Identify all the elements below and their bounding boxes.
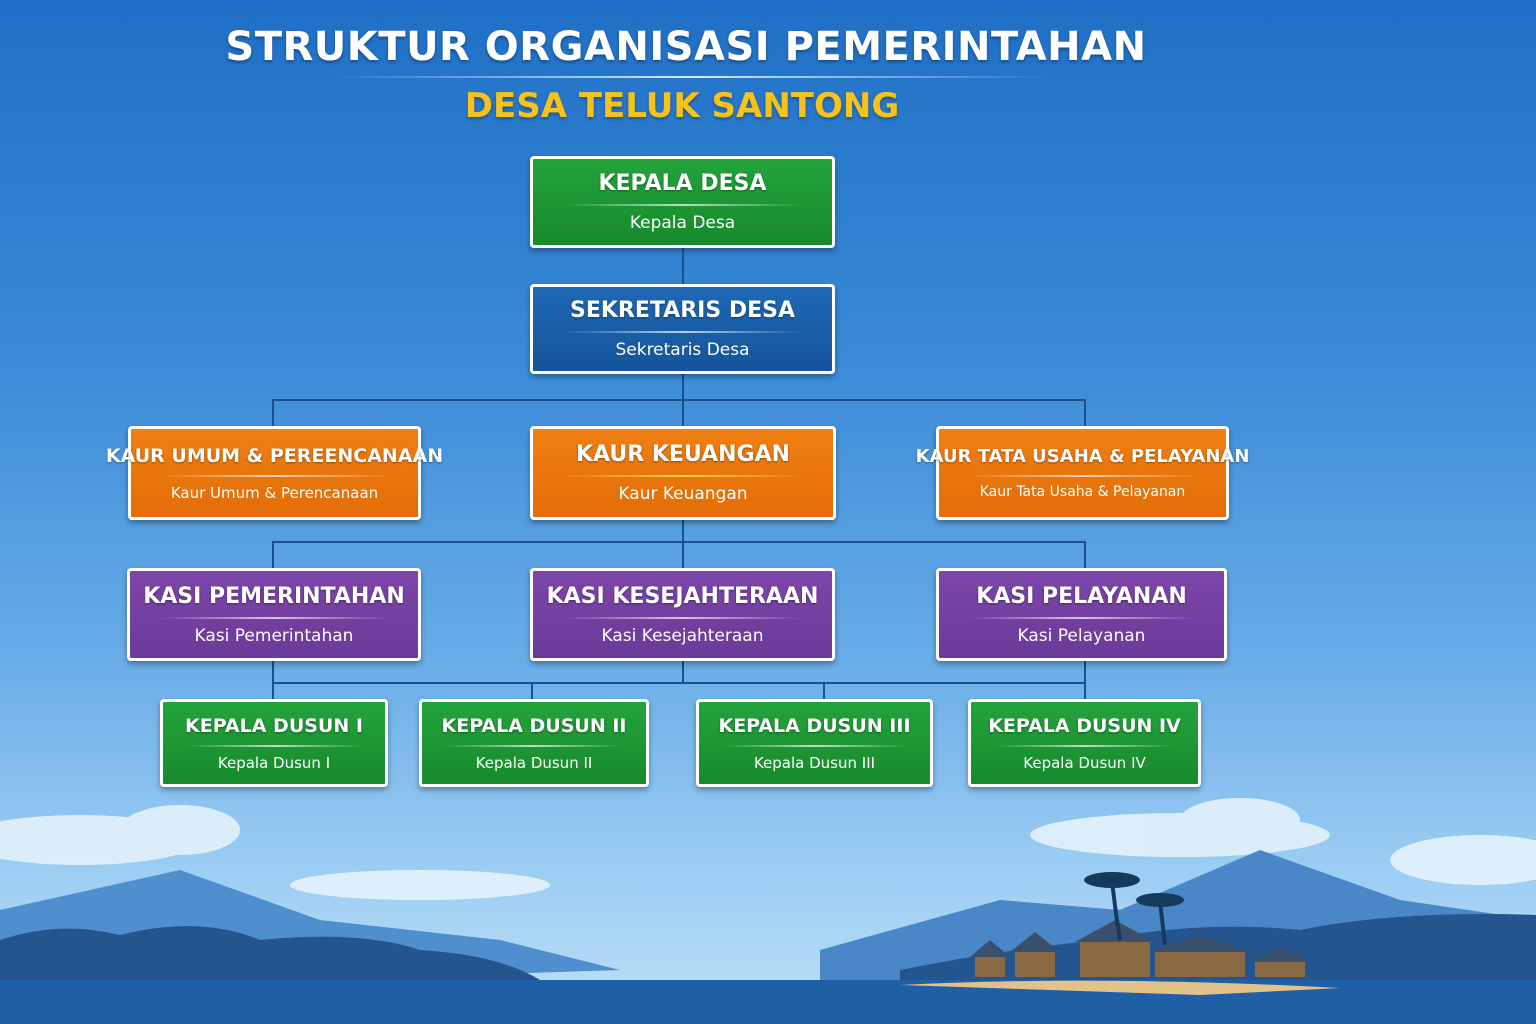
- node-title: KASI KESEJAHTERAAN: [546, 583, 819, 609]
- node-name: Kasi Pelayanan: [1017, 625, 1146, 646]
- node-name: Kepala Dusun II: [475, 753, 593, 772]
- node-title: KEPALA DUSUN II: [441, 714, 627, 737]
- connector-line: [272, 541, 1086, 543]
- node-title: KEPALA DUSUN IV: [988, 714, 1181, 737]
- node-kepala-dusun-2: KEPALA DUSUN II Kepala Dusun II: [419, 699, 649, 787]
- chart-title: STRUKTUR ORGANISASI PEMERINTAHAN: [225, 24, 1147, 70]
- node-kepala-dusun-3: KEPALA DUSUN III Kepala Dusun III: [696, 699, 933, 787]
- node-kaur-umum: KAUR UMUM & PEREENCANAAN Kaur Umum & Per…: [106, 426, 443, 520]
- connector-line: [1084, 661, 1086, 699]
- node-name: Kaur Umum & Perencanaan: [170, 483, 379, 502]
- connector-line: [272, 399, 1086, 401]
- node-name: Kepala Dusun I: [217, 753, 331, 772]
- node-title: KEPALA DUSUN III: [718, 714, 911, 737]
- node-divider: [993, 744, 1176, 747]
- connector-line: [272, 399, 274, 426]
- node-kaur-tata-usaha: KAUR TATA USAHA & PELAYANAN Kaur Tata Us…: [916, 426, 1249, 520]
- node-kasi-pelayanan: KASI PELAYANAN Kasi Pelayanan: [936, 568, 1227, 661]
- node-name: Kaur Keuangan: [618, 484, 748, 504]
- connector-line: [272, 682, 1086, 684]
- node-name: Kasi Pemerintahan: [194, 625, 354, 646]
- node-sekretaris-desa: SEKRETARIS DESA Sekretaris Desa: [530, 284, 835, 374]
- node-divider: [563, 475, 803, 477]
- node-divider: [159, 474, 390, 477]
- node-divider: [967, 616, 1196, 619]
- node-kepala-desa: KEPALA DESA Kepala Desa: [530, 156, 835, 248]
- connector-line: [531, 682, 533, 699]
- connector-line: [1084, 399, 1086, 426]
- node-divider: [562, 204, 803, 206]
- node-name: Kepala Dusun IV: [1023, 753, 1146, 772]
- node-title: KAUR TATA USAHA & PELAYANAN: [915, 446, 1250, 467]
- node-kasi-kesejahteraan: KASI KESEJAHTERAAN Kasi Kesejahteraan: [530, 568, 835, 661]
- node-divider: [562, 616, 803, 619]
- node-kasi-pemerintahan: KASI PEMERINTAHAN Kasi Pemerintahan: [127, 568, 421, 661]
- connector-line: [823, 682, 825, 699]
- title-divider: [330, 76, 1050, 78]
- connector-line: [682, 520, 684, 568]
- node-name: Kaur Tata Usaha & Pelayanan: [979, 484, 1186, 500]
- chart-subtitle: DESA TELUK SANTONG: [464, 86, 900, 126]
- node-divider: [444, 744, 624, 747]
- node-kepala-dusun-1: KEPALA DUSUN I Kepala Dusun I: [160, 699, 388, 787]
- node-kaur-keuangan: KAUR KEUANGAN Kaur Keuangan: [530, 426, 836, 520]
- landscape-illustration: [0, 798, 1536, 1024]
- node-name: Kasi Kesejahteraan: [601, 625, 764, 646]
- node-name: Kepala Dusun III: [753, 753, 876, 772]
- node-title: SEKRETARIS DESA: [569, 298, 795, 323]
- connector-line: [272, 541, 274, 568]
- node-kepala-dusun-4: KEPALA DUSUN IV Kepala Dusun IV: [968, 699, 1201, 787]
- connector-line: [682, 661, 684, 683]
- node-title: KAUR UMUM & PEREENCANAAN: [105, 444, 444, 467]
- node-divider: [722, 744, 907, 747]
- node-name: Kepala Desa: [629, 213, 736, 233]
- node-divider: [562, 331, 803, 333]
- connector-line: [1084, 541, 1086, 568]
- node-divider: [185, 744, 363, 747]
- node-title: KASI PELAYANAN: [976, 583, 1187, 609]
- node-divider: [967, 475, 1198, 477]
- node-title: KASI PEMERINTAHAN: [143, 583, 405, 609]
- connector-line: [272, 661, 274, 699]
- node-title: KAUR KEUANGAN: [575, 442, 791, 467]
- node-title: KEPALA DUSUN I: [185, 714, 363, 737]
- connector-line: [682, 248, 684, 284]
- node-name: Sekretaris Desa: [615, 340, 750, 360]
- node-title: KEPALA DESA: [598, 171, 767, 196]
- node-divider: [158, 616, 390, 619]
